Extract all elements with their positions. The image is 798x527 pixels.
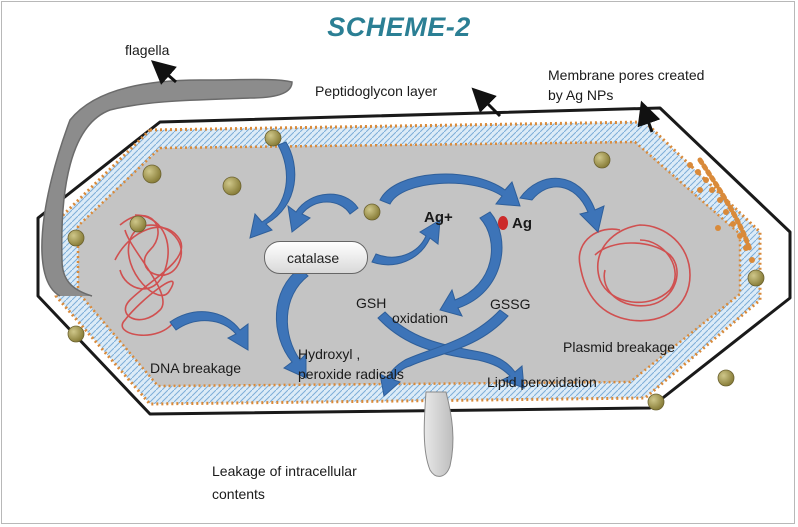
arrow-dna-breakage: [169, 311, 249, 351]
ag-label: Ag: [512, 215, 532, 232]
plasmid-tangle: [578, 224, 691, 322]
nanoparticle: [129, 215, 147, 233]
leakage-blob: [423, 391, 454, 477]
gssg-label: GSSG: [490, 296, 531, 312]
pores-arrow: [637, 100, 661, 133]
catalase-label: catalase: [287, 250, 340, 266]
arrow-catalase-up: [371, 219, 441, 266]
dna-breakage-label: DNA breakage: [150, 360, 242, 376]
oxidation-label: oxidation: [392, 310, 449, 326]
arrow-to-plasmid: [519, 177, 605, 233]
nanoparticle: [363, 203, 381, 221]
leakage-label-line1: Leakage of intracellular: [212, 463, 357, 479]
hydroxyl-label-line2: peroxide radicals: [298, 366, 404, 382]
pathway-arrows: [169, 141, 605, 397]
nanoparticle: [647, 393, 665, 411]
nanoparticle: [264, 129, 282, 147]
arrow-to-catalase: [287, 193, 359, 233]
leakage-label-line2: contents: [212, 486, 265, 502]
lipid-peroxidation-label: Lipid peroxidation: [487, 374, 597, 390]
dna-tangle: [114, 214, 183, 337]
peptidoglycan-label: Peptidoglycon layer: [315, 83, 438, 99]
arrow-entry: [249, 141, 296, 239]
nanoparticle: [142, 164, 162, 184]
pores-label-line1: Membrane pores created: [548, 67, 705, 83]
arrow-gssg: [379, 309, 509, 397]
arrow-agplus: [379, 173, 521, 207]
cytoplasm: [76, 140, 742, 388]
hydroxyl-label-line1: Hydroxyl ,: [298, 346, 361, 362]
label-arrows: [150, 60, 661, 133]
nanoparticle: [67, 229, 85, 247]
peptidoglycan-arrow: [471, 87, 502, 118]
nanoparticle: [747, 269, 765, 287]
arrow-to-hydroxyl: [275, 267, 309, 379]
arrow-to-oxidation: [439, 211, 503, 317]
nanoparticle: [717, 369, 735, 387]
plasmid-breakage-label: Plasmid breakage: [563, 339, 676, 355]
flagella-label: flagella: [125, 42, 170, 58]
pores-label-line2: by Ag NPs: [548, 87, 614, 103]
nanoparticle: [67, 325, 85, 343]
flagellum: [41, 78, 293, 297]
nanoparticle: [593, 151, 611, 169]
membrane-pore: [697, 157, 753, 253]
ag-particle: [498, 216, 508, 230]
flagella-arrow: [150, 60, 177, 85]
gsh-label: GSH: [356, 295, 387, 311]
nanoparticle: [222, 176, 242, 196]
pore-dots: [687, 162, 755, 263]
nanoparticles: [67, 129, 765, 411]
scheme-title: SCHEME-2: [327, 12, 471, 42]
catalase-box: catalase: [264, 241, 368, 274]
ag-ion-label: Ag+: [424, 209, 453, 226]
